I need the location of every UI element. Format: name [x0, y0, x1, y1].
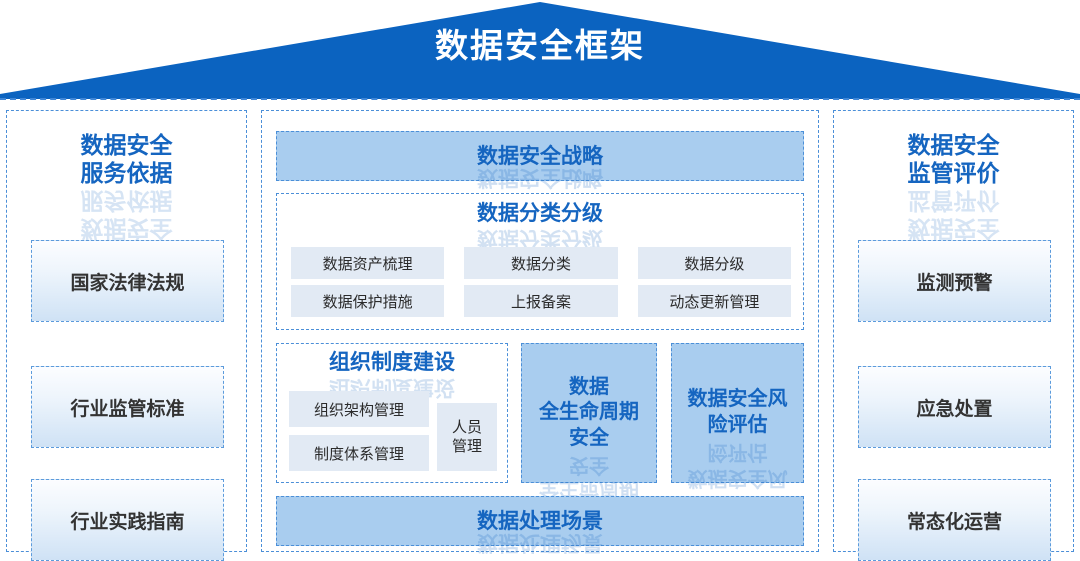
left-column-heading-line1: 数据安全 — [80, 132, 173, 158]
scenario-banner[interactable]: 数据处理场景数据处理场景 — [276, 496, 804, 555]
roof-shape-icon — [0, 2, 1080, 99]
page-title: 数据安全框架 — [435, 27, 645, 64]
pillar-lifecycle-line3: 安全 — [569, 426, 609, 449]
chip-data-classification[interactable]: 数据分类 — [464, 247, 618, 279]
pillar-risk-label: 数据安全风 险评估 数据安全风 险评估 — [687, 387, 788, 488]
left-column-heading-reflection: 数据安全 服务依据 — [80, 188, 173, 243]
sidebar-item-national-laws[interactable]: 国家法律法规 — [31, 240, 224, 322]
classification-group: 数据分类分级数据分类分级 数据资产梳理 数据分类 数据分级 数据保护措施 上报备… — [276, 193, 804, 330]
roof-base-divider — [0, 98, 1080, 100]
roof-triangle: 数据安全框架 — [0, 0, 1080, 100]
organization-group-title: 组织制度建设组织制度建设 — [277, 351, 507, 399]
chip-org-structure-management[interactable]: 组织架构管理 — [289, 391, 429, 427]
strategy-banner[interactable]: 数据安全战略数据安全战略 — [276, 131, 804, 190]
right-column-heading-line2: 监管评价 — [907, 160, 1000, 187]
chip-reporting-filing[interactable]: 上报备案 — [464, 285, 618, 317]
column-service-basis: 数据安全 服务依据 数据安全 服务依据 国家法律法规 行业监管标准 行业实践指南 — [6, 110, 247, 561]
organization-chip-layout: 组织架构管理 制度体系管理 人员 管理 — [289, 391, 497, 471]
sidebar-item-label: 行业监管标准 — [70, 398, 185, 420]
column-supervision-evaluation: 数据安全 监管评价 数据安全 监管评价 监测预警 应急处置 常态化运营 — [833, 110, 1074, 561]
pillar-risk-line2: 险评估 — [707, 414, 768, 436]
scenario-banner-label: 数据处理场景数据处理场景 — [477, 509, 603, 555]
pillar-lifecycle-label: 数据 全生命周期 安全 数据 全生命周期 安全 — [539, 375, 639, 528]
left-column-heading: 数据安全 服务依据 数据安全 服务依据 — [7, 131, 246, 242]
chip-system-framework-management[interactable]: 制度体系管理 — [289, 435, 429, 471]
pillar-data-security-risk-assessment[interactable]: 数据安全风 险评估 数据安全风 险评估 — [671, 343, 804, 489]
chip-data-protection-measures[interactable]: 数据保护措施 — [291, 285, 445, 317]
sidebar-item-monitoring-alert[interactable]: 监测预警 — [858, 240, 1051, 322]
right-column-heading-reflection: 数据安全 监管评价 — [907, 188, 1000, 243]
sidebar-item-label: 监测预警 — [916, 272, 993, 294]
classification-group-title: 数据分类分级数据分类分级 — [277, 202, 803, 250]
sidebar-item-label: 应急处置 — [916, 398, 993, 420]
sidebar-item-label: 国家法律法规 — [70, 272, 185, 294]
chip-data-asset-inventory[interactable]: 数据资产梳理 — [291, 247, 445, 279]
sidebar-item-industry-practice-guide[interactable]: 行业实践指南 — [31, 479, 224, 561]
organization-chip-stack: 组织架构管理 制度体系管理 — [289, 391, 429, 471]
chip-dynamic-update-management[interactable]: 动态更新管理 — [637, 285, 791, 317]
chip-personnel-management[interactable]: 人员 管理 — [437, 403, 497, 471]
right-column-heading: 数据安全 监管评价 数据安全 监管评价 — [834, 131, 1073, 242]
pillar-risk-label-reflection: 数据安全风 险评估 — [687, 441, 788, 489]
left-column-heading-line2: 服务依据 — [80, 160, 173, 187]
chip-personnel-management-text: 人员 管理 — [451, 418, 482, 456]
pillar-lifecycle-line2: 全生命周期 — [539, 401, 639, 424]
pillar-data-lifecycle-security[interactable]: 数据 全生命周期 安全 数据 全生命周期 安全 — [521, 343, 657, 528]
sidebar-item-emergency-response[interactable]: 应急处置 — [858, 366, 1051, 448]
pillar-risk-line1: 数据安全风 — [687, 388, 788, 411]
right-column-heading-line1: 数据安全 — [907, 132, 1000, 158]
strategy-banner-label-reflection: 数据安全战略 — [477, 166, 603, 190]
sidebar-item-industry-standards[interactable]: 行业监管标准 — [31, 366, 224, 448]
strategy-banner-label: 数据安全战略数据安全战略 — [477, 144, 603, 190]
classification-chip-grid: 数据资产梳理 数据分类 数据分级 数据保护措施 上报备案 动态更新管理 — [291, 247, 791, 317]
chip-data-grading[interactable]: 数据分级 — [637, 247, 791, 279]
sidebar-item-label: 常态化运营 — [906, 511, 1002, 533]
sidebar-item-normalized-operation[interactable]: 常态化运营 — [858, 479, 1051, 561]
scenario-banner-label-reflection: 数据处理场景 — [477, 531, 603, 555]
organization-group: 组织制度建设组织制度建设 组织架构管理 制度体系管理 人员 管理 — [276, 343, 508, 483]
column-core-framework: 数据安全战略数据安全战略 数据分类分级数据分类分级 数据资产梳理 数据分类 数据… — [261, 110, 819, 555]
sidebar-item-label: 行业实践指南 — [70, 511, 185, 533]
pillar-lifecycle-line1: 数据 — [569, 375, 609, 398]
